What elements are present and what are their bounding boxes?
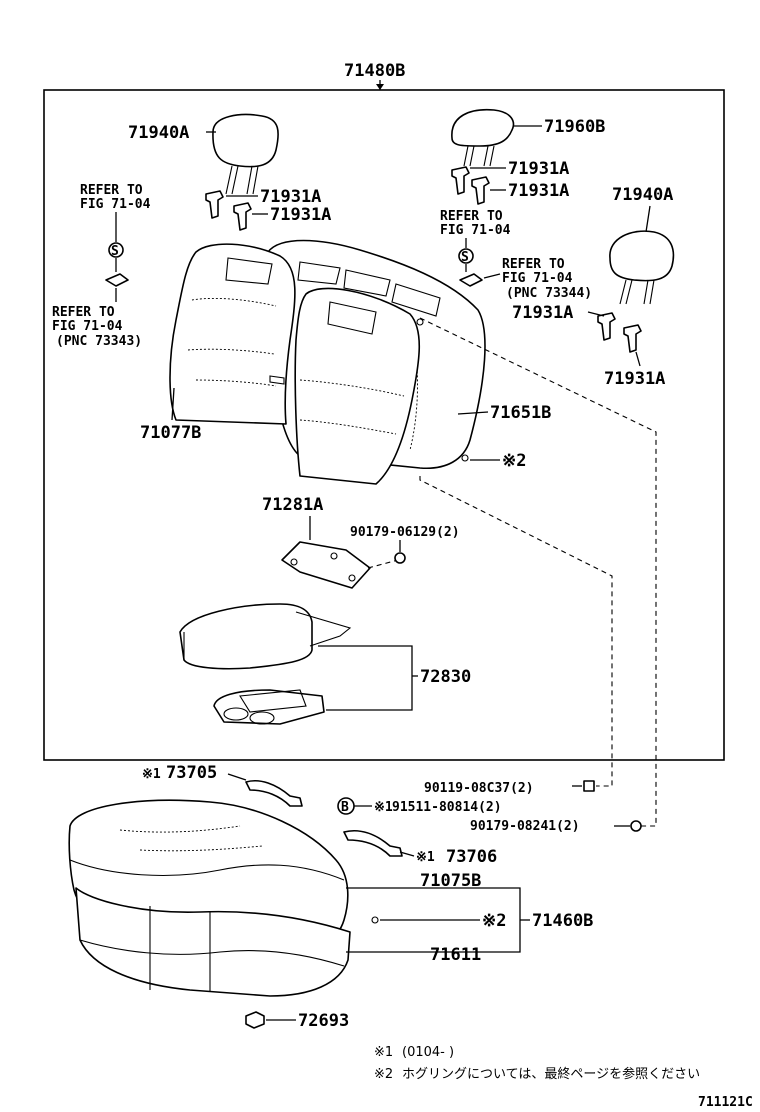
- mark1-bolt2: ※1: [374, 800, 393, 815]
- nut-icon-2: [630, 820, 642, 832]
- label-bolt-2[interactable]: 91511-80814(2): [392, 800, 502, 815]
- armrest-icon: [179, 603, 352, 725]
- label-support-6[interactable]: 71931A: [604, 369, 665, 389]
- headrest-left-icon: [212, 113, 279, 195]
- label-bracket-1[interactable]: 73705: [166, 763, 217, 783]
- bolt-icon: [583, 780, 595, 792]
- mark2-back: ※2: [502, 451, 526, 471]
- label-headrest-right[interactable]: 71940A: [612, 185, 673, 205]
- seat-cushion-icon: [68, 799, 351, 997]
- label-cushion-assy[interactable]: 71460B: [532, 911, 593, 931]
- assembly-frame: [43, 89, 725, 761]
- hog-ring-symbol-right: [458, 248, 474, 264]
- clip-icon: [105, 273, 129, 287]
- label-headrest-left[interactable]: 71940A: [128, 123, 189, 143]
- note1-text: (0104- ): [402, 1045, 454, 1060]
- headrest-center-icon: [451, 108, 515, 205]
- label-nut-2[interactable]: 90179-08241(2): [470, 819, 580, 834]
- mark1-bracket2: ※1: [416, 850, 435, 865]
- label-nut-hinge[interactable]: 90179-06129(2): [350, 525, 460, 540]
- note2-mark: ※2: [374, 1067, 393, 1082]
- label-support-5[interactable]: 71931A: [512, 303, 573, 323]
- figure-code: 711121C: [698, 1095, 753, 1110]
- hog-ring-icon-2: [371, 916, 379, 924]
- hog-ring-icon: [461, 454, 469, 462]
- label-cushion-pad[interactable]: 71611: [430, 945, 481, 965]
- ref-left-line2[interactable]: FIG 71-04: [80, 197, 151, 212]
- ref-left2-line3[interactable]: (PNC 73343): [56, 334, 142, 349]
- ref-right2-line3[interactable]: (PNC 73344): [506, 286, 592, 301]
- note1-mark: ※1: [374, 1045, 393, 1060]
- label-assembly[interactable]: 71480B: [344, 61, 405, 81]
- headrest-right-icon: [597, 230, 675, 353]
- label-armrest[interactable]: 72830: [420, 667, 471, 687]
- ref-left-line1[interactable]: REFER TO: [80, 183, 143, 198]
- label-hinge[interactable]: 71281A: [262, 495, 323, 515]
- headrest-support-icon: [205, 190, 252, 231]
- note2-text: ホグリングについては、最終ページを参照ください: [402, 1066, 700, 1082]
- label-support-2[interactable]: 71931A: [270, 205, 331, 225]
- label-headrest-center[interactable]: 71960B: [544, 117, 605, 137]
- label-support-3[interactable]: 71931A: [508, 159, 569, 179]
- ref-right-line2[interactable]: FIG 71-04: [440, 223, 511, 238]
- label-clip[interactable]: 72693: [298, 1011, 349, 1031]
- ref-left2-line1[interactable]: REFER TO: [52, 305, 115, 320]
- bracket-icon: [245, 780, 403, 857]
- mark2-cushion: ※2: [482, 911, 506, 931]
- seat-back-icon: [169, 239, 486, 485]
- clip-icon-2: [245, 1011, 265, 1029]
- ref-right-line1[interactable]: REFER TO: [440, 209, 503, 224]
- hinge-icon: [281, 541, 371, 589]
- hog-ring-symbol: [108, 242, 124, 258]
- label-cushion-cover[interactable]: 71075B: [420, 871, 481, 891]
- label-back-cover-left[interactable]: 71077B: [140, 423, 201, 443]
- ref-right2-line2[interactable]: FIG 71-04: [502, 271, 573, 286]
- clip-icon-right: [459, 273, 483, 287]
- ref-right2-line1[interactable]: REFER TO: [502, 257, 565, 272]
- ring-symbol-right: S: [461, 250, 469, 265]
- label-bracket-2[interactable]: 73706: [446, 847, 497, 867]
- bolt-symbol-text: B: [341, 800, 349, 815]
- nut-icon: [394, 552, 406, 564]
- label-support-1[interactable]: 71931A: [260, 187, 321, 207]
- label-back-pad-right[interactable]: 71651B: [490, 403, 551, 423]
- ring-symbol-left: S: [111, 244, 119, 259]
- ref-left2-line2[interactable]: FIG 71-04: [52, 319, 123, 334]
- mark1-bracket1: ※1: [142, 767, 161, 782]
- label-bolt-1[interactable]: 90119-08C37(2): [424, 781, 534, 796]
- label-support-4[interactable]: 71931A: [508, 181, 569, 201]
